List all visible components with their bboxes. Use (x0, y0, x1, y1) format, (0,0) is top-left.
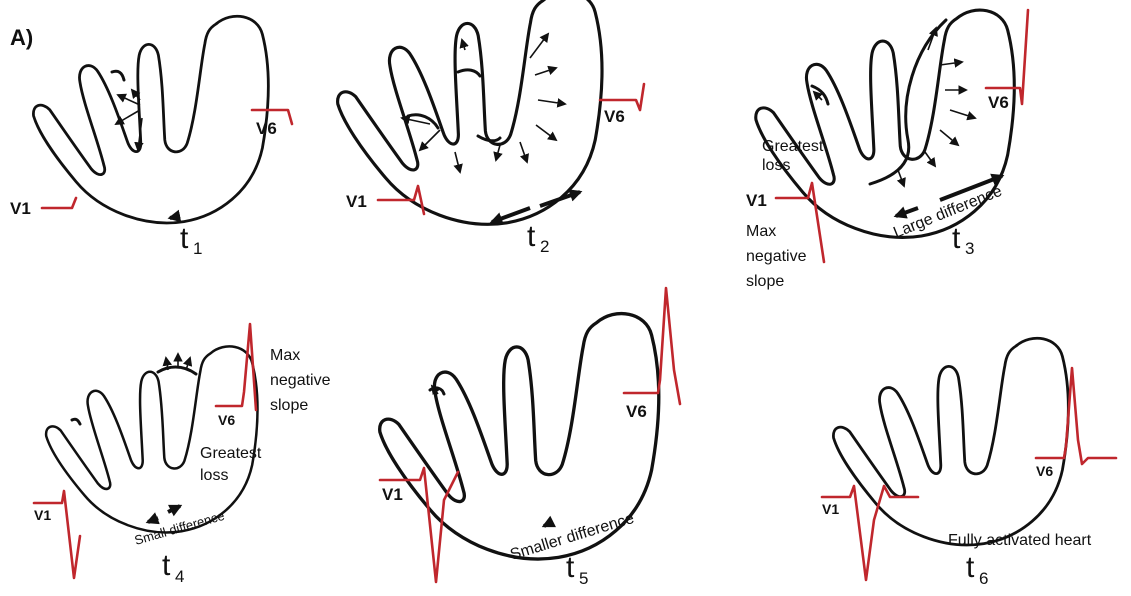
time-label-t3: t 3 (952, 222, 974, 258)
svg-text:t: t (952, 222, 961, 255)
depolarization-front (112, 71, 124, 80)
svg-text:3: 3 (965, 239, 974, 258)
svg-text:t: t (966, 551, 975, 584)
lead-label-v6: V6 (1036, 463, 1053, 479)
heart-outline (338, 0, 602, 224)
lead-label-v1: V1 (10, 199, 31, 218)
svg-text:1: 1 (193, 239, 202, 258)
lead-label-v6: V6 (988, 93, 1009, 112)
time-label-t2: t 2 (527, 220, 549, 256)
time-label-t4: t 4 (162, 549, 184, 586)
panel-t5: Smaller difference V1 V6 t 5 (380, 288, 680, 588)
svg-text:t: t (180, 222, 189, 255)
svg-text:t: t (162, 549, 171, 582)
net-vector-arrow (170, 216, 180, 218)
heart-outline (46, 346, 258, 532)
time-label-t6: t 6 (966, 551, 988, 588)
annotation-negative: negative (270, 372, 331, 389)
heart-outline (33, 16, 268, 223)
panel-t4: Small difference Max negative slope Grea… (34, 324, 331, 586)
svg-text:t: t (566, 551, 575, 584)
lead-label-v1: V1 (346, 192, 367, 211)
annotation-slope: slope (270, 397, 308, 414)
lead-label-v1: V1 (746, 191, 767, 210)
lead-label-v6: V6 (218, 412, 235, 428)
annotation-greatest: Greatest (762, 138, 824, 155)
depolarization-front (158, 367, 196, 374)
ecg-trace-v1 (42, 198, 76, 208)
annotation-negative: negative (746, 248, 807, 265)
annotation-loss: loss (762, 157, 790, 174)
depolarization-front (72, 419, 80, 424)
ecg-v6: V6 (600, 84, 644, 126)
svg-text:6: 6 (979, 569, 988, 588)
time-label-t5: t 5 (566, 551, 588, 588)
svg-text:t: t (527, 220, 536, 253)
svg-text:4: 4 (175, 567, 184, 586)
panel-t2: V1 V6 t 2 (338, 0, 644, 256)
lead-label-v1: V1 (822, 501, 839, 517)
annotation-loss: loss (200, 467, 228, 484)
svg-text:5: 5 (579, 569, 588, 588)
panel-t3: Large difference Greatest loss Max negat… (746, 10, 1028, 290)
annotation-max: Max (270, 347, 300, 364)
svg-text:2: 2 (540, 237, 549, 256)
lead-label-v1: V1 (34, 507, 51, 523)
annotation-fully-activated: Fully activated heart (948, 532, 1092, 549)
lead-label-v6: V6 (256, 119, 277, 138)
ecg-v1: V1 (34, 491, 80, 578)
annotation-max: Max (746, 223, 776, 240)
panel-t6: Fully activated heart V1 V6 t 6 (822, 338, 1116, 588)
panel-t1: V1 V6 t 1 (10, 16, 292, 258)
annotation-slope: slope (746, 273, 784, 290)
heart-outline (833, 338, 1068, 545)
panel-label: A) (10, 25, 33, 50)
time-label-t1: t 1 (180, 222, 202, 258)
ecg-v1: V1 (10, 198, 76, 218)
lead-label-v6: V6 (626, 402, 647, 421)
annotation-greatest: Greatest (200, 445, 262, 462)
ecg-trace-v1 (34, 491, 80, 578)
lead-label-v6: V6 (604, 107, 625, 126)
lead-label-v1: V1 (382, 485, 403, 504)
